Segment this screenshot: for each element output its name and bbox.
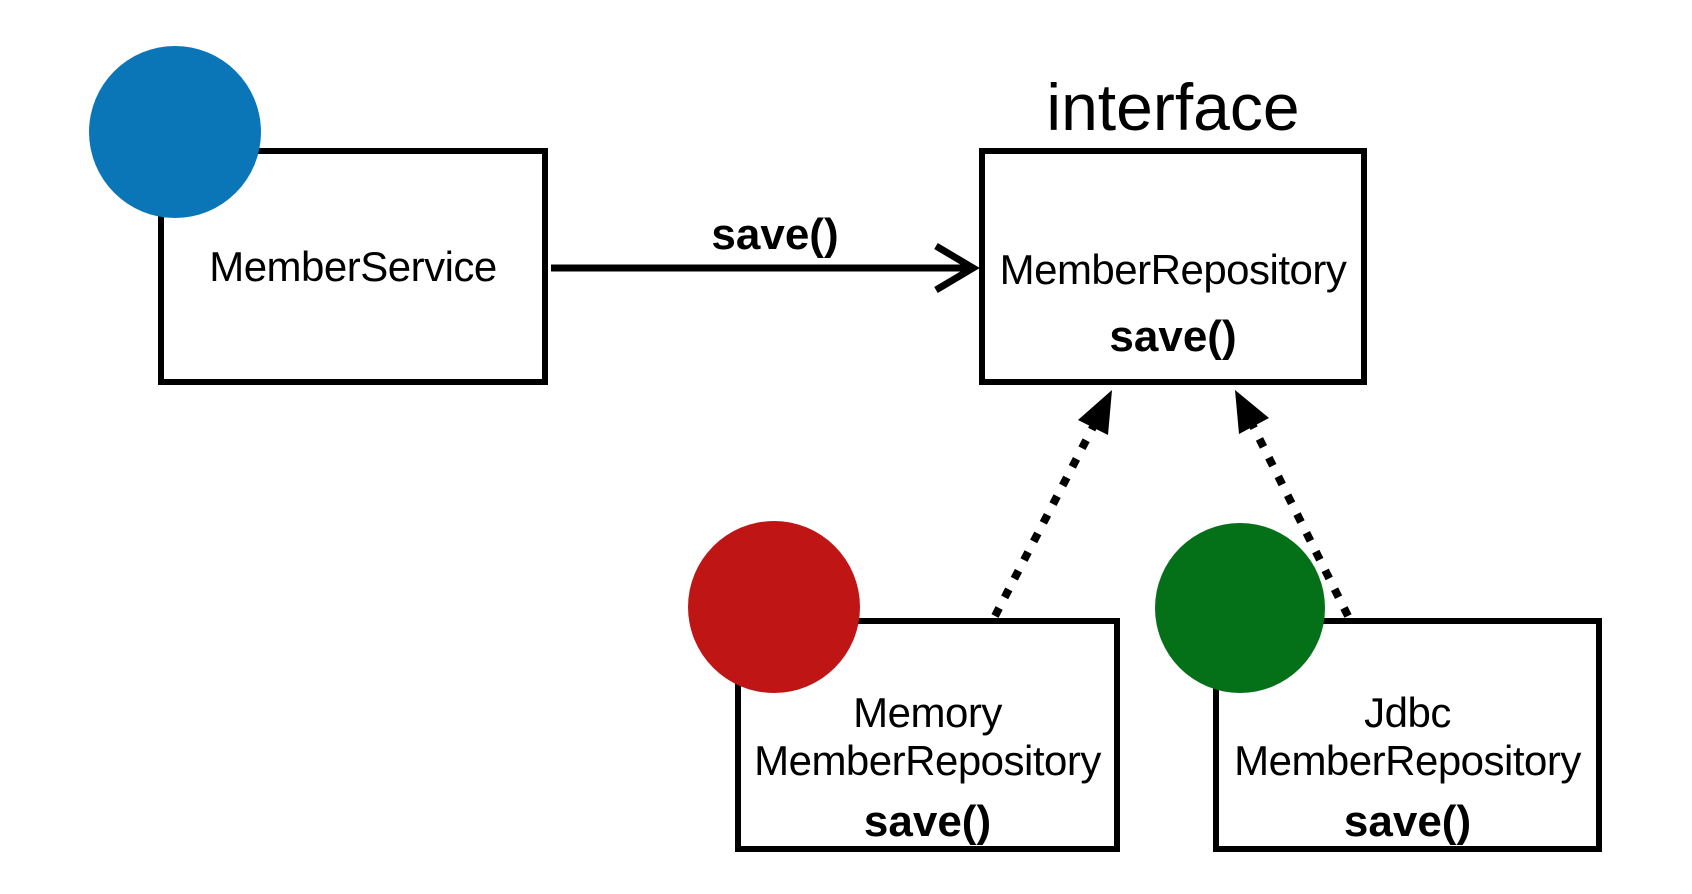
green-circle-badge	[1155, 523, 1325, 693]
method-label: save()	[863, 797, 992, 846]
class-box-memory-member-repository: Memory MemberRepository save()	[735, 618, 1120, 852]
method-label: save()	[1109, 312, 1237, 361]
method-label: save()	[1343, 797, 1472, 846]
edge-label-save: save()	[711, 210, 839, 259]
class-name-label-line1: Jdbc	[1364, 689, 1451, 736]
red-circle-badge	[688, 521, 860, 693]
blue-circle-badge	[89, 46, 261, 218]
realization-arrow-memory-to-repository	[991, 390, 1112, 618]
class-name-label: MemberService	[209, 243, 497, 290]
interface-stereotype-label: interface	[1046, 70, 1300, 144]
class-name-label-line2: MemberRepository	[754, 737, 1101, 784]
interface-box-member-repository: MemberRepository save()	[979, 148, 1367, 385]
realization-arrow-jdbc-to-repository	[1235, 390, 1352, 618]
class-name-label: MemberRepository	[999, 246, 1347, 293]
class-box-jdbc-member-repository: Jdbc MemberRepository save()	[1213, 618, 1602, 852]
dependency-arrow-service-to-repository	[551, 242, 980, 294]
class-name-label-line1: Memory	[853, 689, 1002, 736]
class-name-label-line2: MemberRepository	[1234, 737, 1581, 784]
